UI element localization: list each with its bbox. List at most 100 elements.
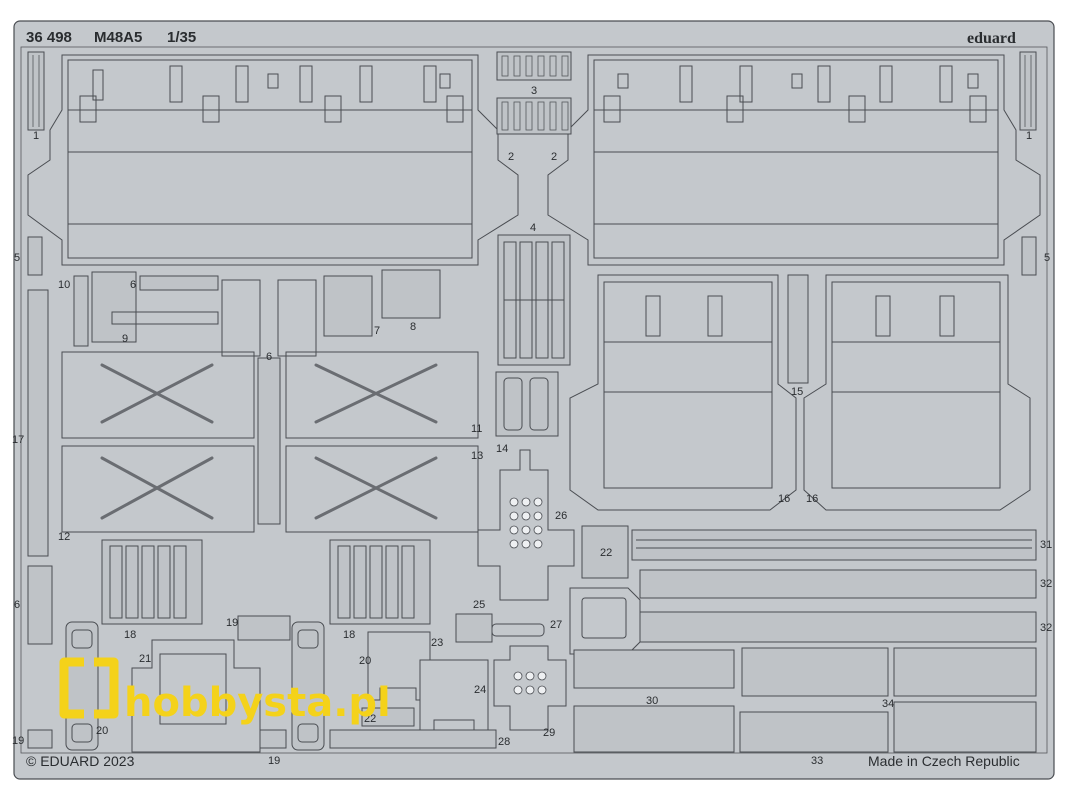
label-1-left: 1: [33, 130, 39, 142]
label-6-top: 6: [130, 279, 136, 291]
part-9: [91, 271, 219, 343]
label-32-bottom: 32: [1040, 622, 1052, 634]
part-8: [381, 269, 441, 319]
part-10: [73, 275, 89, 347]
part-30-top: [573, 649, 735, 689]
part-34: [741, 647, 1037, 753]
kit-scale: 1/35: [167, 29, 196, 46]
origin: Made in Czech Republic: [868, 753, 1020, 769]
label-21: 21: [139, 653, 151, 665]
label-16-left: 16: [778, 493, 790, 505]
label-27: 27: [550, 619, 562, 631]
label-24: 24: [474, 684, 486, 696]
part-25: [455, 613, 545, 643]
part-28: [329, 729, 497, 749]
part-5-right: [1021, 236, 1037, 276]
panel-frame-upper-left: [221, 279, 261, 357]
label-22-right: 22: [600, 547, 612, 559]
part-7: [323, 275, 373, 337]
panel-frame-upper-right: [277, 279, 317, 357]
part-1-left: [27, 51, 45, 131]
label-6-left: 6: [14, 599, 20, 611]
part-29: [493, 645, 567, 731]
part-19-bottom: [259, 729, 287, 749]
label-26: 26: [555, 510, 567, 522]
part-1-right: [1019, 51, 1037, 131]
part-19-left: [27, 729, 53, 749]
label-4: 4: [530, 222, 536, 234]
part-33: [739, 711, 889, 753]
kit-code: 36 498: [26, 29, 72, 46]
label-9: 9: [122, 333, 128, 345]
label-33: 33: [811, 755, 823, 767]
label-19-left: 19: [12, 735, 24, 747]
label-31: 31: [1040, 539, 1052, 551]
part-5-left: [27, 236, 43, 276]
part-14: [495, 371, 559, 437]
panel-12-left: [61, 445, 255, 533]
part-6-top: [139, 275, 219, 291]
part-16-left: [569, 274, 797, 511]
label-32-top: 32: [1040, 578, 1052, 590]
label-12: 12: [58, 531, 70, 543]
label-29: 29: [543, 727, 555, 739]
part-20-left: [65, 621, 99, 751]
copyright: © EDUARD 2023: [26, 753, 135, 769]
panel-11-right: [285, 351, 479, 439]
part-3: [496, 51, 572, 135]
label-16-right: 16: [806, 493, 818, 505]
part-17: [27, 289, 49, 557]
label-34: 34: [882, 698, 894, 710]
label-28: 28: [498, 736, 510, 748]
label-7: 7: [374, 325, 380, 337]
label-30: 30: [646, 695, 658, 707]
bracket-logo-icon: [59, 657, 119, 719]
part-6-left: [27, 565, 53, 645]
part-labels: 1 1 2 2 3 4 5 5 6 6 6 7 8 9 10 11 12 13 …: [12, 85, 1052, 767]
part-30-bottom: [573, 705, 735, 753]
part-2-right: [547, 54, 1041, 266]
part-26: [477, 449, 575, 601]
label-17: 17: [12, 434, 24, 446]
label-18-left: 18: [124, 629, 136, 641]
part-27: [569, 587, 641, 655]
part-32-bottom: [639, 611, 1037, 643]
label-8: 8: [410, 321, 416, 333]
part-19-center: [237, 615, 291, 641]
label-18-right: 18: [343, 629, 355, 641]
part-20-right: [291, 621, 325, 751]
brand-logo: eduard: [967, 30, 1016, 47]
label-20-right: 20: [359, 655, 371, 667]
part-32-top: [639, 569, 1037, 599]
watermark: hobbysta.pl: [59, 657, 391, 726]
label-19-center: 19: [226, 617, 238, 629]
part-22-left: [361, 707, 415, 727]
label-20-left: 20: [96, 725, 108, 737]
panel-13-right: [285, 445, 479, 533]
kit-model: M48A5: [94, 29, 142, 46]
part-18-left: [101, 539, 203, 625]
label-14: 14: [496, 443, 508, 455]
label-19-bottom: 19: [268, 755, 280, 767]
label-2-right: 2: [551, 151, 557, 163]
part-18-right: [329, 539, 431, 625]
panel-11-left: [61, 351, 255, 439]
part-22-right: [581, 525, 629, 579]
part-23: [367, 631, 431, 701]
part-21: [131, 639, 261, 753]
label-1-right: 1: [1026, 130, 1032, 142]
part-16-right: [803, 274, 1031, 511]
part-31: [631, 529, 1037, 561]
fret-inner-border: [20, 46, 1048, 754]
label-15: 15: [791, 386, 803, 398]
label-3: 3: [531, 85, 537, 97]
label-6-center: 6: [266, 351, 272, 363]
label-5-left: 5: [14, 252, 20, 264]
label-10: 10: [58, 279, 70, 291]
label-2-left: 2: [508, 151, 514, 163]
label-11: 11: [471, 423, 482, 435]
label-23: 23: [431, 637, 443, 649]
part-2-left: [27, 54, 519, 266]
label-5-right: 5: [1044, 252, 1050, 264]
